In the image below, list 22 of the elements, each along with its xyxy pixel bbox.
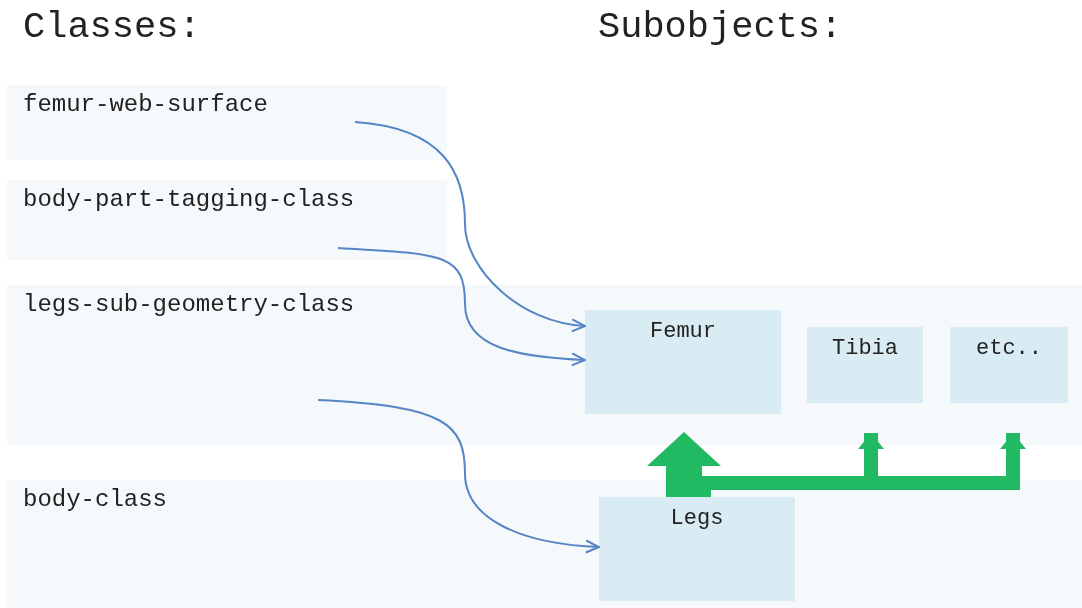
class-band [7,85,447,160]
subobject-box [599,497,795,601]
subobject-box [585,310,781,414]
curved-arrow [354,121,586,332]
column-heading: Classes: [23,6,201,48]
class-band [7,285,1082,445]
curved-arrow [337,247,586,367]
subobject-name: Tibia [831,336,899,361]
class-band [7,180,447,260]
class-name: femur-web-surface [23,91,268,118]
subobject-name: Femur [649,319,717,344]
class-name: body-part-tagging-class [23,186,355,213]
class-band [7,480,1082,608]
column-heading: Subobjects: [598,6,843,48]
class-name: body-class [23,486,168,513]
subobject-box [807,327,923,403]
subobject-name: Legs [669,506,725,531]
block-arrow [647,432,721,497]
class-name: legs-sub-geometry-class [23,291,355,318]
curved-arrow [317,399,600,554]
subobject-name: etc.. [975,336,1043,361]
subobject-box [950,327,1068,403]
